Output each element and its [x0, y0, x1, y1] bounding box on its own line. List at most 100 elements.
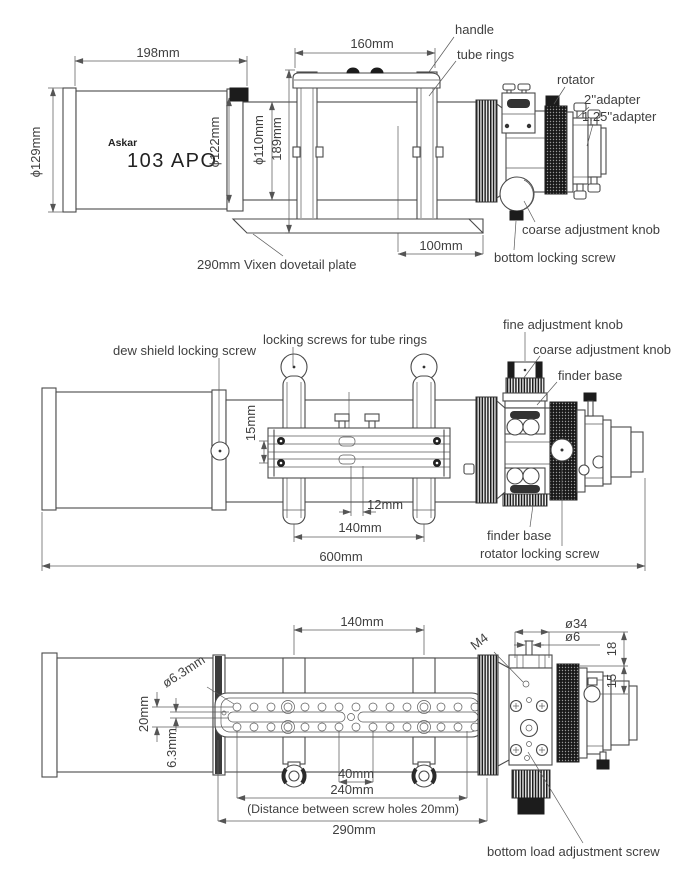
svg-text:dew shield locking screw: dew shield locking screw [113, 343, 257, 358]
svg-text:handle: handle [455, 22, 494, 37]
svg-text:tube rings: tube rings [457, 47, 515, 62]
bottom-load-screw [524, 755, 530, 761]
fine-knob-bottom [517, 797, 545, 815]
label-handle: handle [428, 22, 494, 73]
rear-flange [576, 409, 586, 493]
dim-20: 20mm [136, 692, 233, 742]
dim-100: 100mm [397, 235, 484, 257]
front-rim [41, 387, 57, 511]
dim-240: 240mm [236, 731, 468, 801]
screw-holes-top-row [232, 700, 480, 714]
svg-text:15: 15 [604, 674, 619, 688]
svg-text:140mm: 140mm [338, 520, 381, 535]
focuser-knurl-ring [475, 99, 498, 203]
label-ring-screws: locking screws for tube rings [263, 332, 428, 366]
svg-text:189mm: 189mm [269, 117, 284, 160]
svg-text:198mm: 198mm [136, 45, 179, 60]
ring-clamp-front [281, 736, 307, 788]
rotator-ring [556, 663, 580, 763]
svg-text:20mm: 20mm [136, 696, 151, 732]
dovetail-plate [231, 218, 484, 234]
dew-shield-end-ring [226, 88, 244, 212]
svg-text:100mm: 100mm [419, 238, 462, 253]
focuser-knurl-ring [477, 654, 499, 776]
dovetail-plate [267, 413, 451, 479]
label-coarse-knob: coarse adjustment knob [522, 342, 671, 380]
focuser-body-bottom [508, 640, 553, 766]
svg-text:bottom locking screw: bottom locking screw [494, 250, 616, 265]
tube-ring-rear [412, 71, 444, 221]
rear-adapters-bottom [578, 667, 638, 770]
label-finder-base-bottom: finder base [487, 504, 551, 543]
handle [292, 67, 441, 89]
svg-text:coarse adjustment knob: coarse adjustment knob [522, 222, 660, 237]
dim-40: 40mm [338, 731, 374, 785]
dim-600: 600mm [41, 478, 646, 571]
svg-text:290mm: 290mm [332, 822, 375, 837]
svg-text:coarse adjustment knob: coarse adjustment knob [533, 342, 671, 357]
svg-text:ϕ129mm: ϕ129mm [28, 127, 43, 178]
svg-text:M4: M4 [467, 630, 490, 653]
svg-text:locking screws for tube rings: locking screws for tube rings [263, 332, 428, 347]
svg-text:1.25''adapter: 1.25''adapter [582, 109, 657, 124]
dew-shield [55, 391, 213, 509]
svg-text:ϕ110mm: ϕ110mm [251, 115, 266, 165]
svg-text:ϕ122mm: ϕ122mm [207, 117, 222, 168]
svg-text:12mm: 12mm [367, 497, 403, 512]
center-slot-left [227, 711, 346, 723]
svg-text:ø6: ø6 [565, 629, 580, 644]
rotator-lock-knob [545, 95, 560, 107]
svg-text:240mm: 240mm [330, 782, 373, 797]
dovetail-plate-bottom [214, 692, 485, 738]
svg-text:18: 18 [604, 642, 619, 656]
dim-290: 290mm [217, 740, 488, 837]
svg-text:290mm Vixen dovetail plate: 290mm Vixen dovetail plate [197, 257, 356, 272]
label-dovetail-plate: 290mm Vixen dovetail plate [197, 233, 356, 272]
rotator-ring [544, 105, 568, 195]
dew-shield-lock-knob [229, 87, 249, 102]
dim-dia34: ø34 [514, 616, 628, 658]
svg-text:2''adapter: 2''adapter [584, 92, 641, 107]
dim-160: 160mm [294, 36, 436, 68]
label-rotator-lock: rotator locking screw [480, 462, 600, 561]
dim-dia129: ϕ129mm [28, 87, 63, 213]
svg-text:6.3mm: 6.3mm [164, 728, 179, 768]
finder-base-top [504, 407, 546, 436]
label-coarse-knob: coarse adjustment knob [522, 200, 660, 237]
svg-text:40mm: 40mm [338, 766, 374, 781]
finder-base-bottom [504, 467, 546, 495]
coarse-knob-bottom [511, 769, 551, 799]
rear-flange [566, 111, 574, 193]
label-2in-adapter: 2''adapter [577, 92, 641, 118]
adapter-locking-screw [583, 685, 601, 703]
dim-18: 18 [580, 631, 628, 667]
dim-12: 12mm [339, 466, 403, 516]
label-rotator: rotator [553, 72, 595, 105]
dim-198: 198mm [74, 45, 248, 86]
label-finder-base-top: finder base [536, 368, 622, 406]
svg-text:rotator locking screw: rotator locking screw [480, 546, 600, 561]
label-tube-rings: tube rings [428, 47, 515, 97]
brand-logo: Askar [108, 137, 137, 149]
label-dew-shield-screw: dew shield locking screw [113, 343, 257, 442]
svg-text:bottom load adjustment screw: bottom load adjustment screw [487, 844, 660, 859]
tube-ring-rear [412, 657, 436, 694]
model-text: 103 APO [127, 150, 218, 172]
label-fine-knob: fine adjustment knob [503, 317, 623, 361]
bottom-locking-screw-part [509, 210, 524, 221]
dim-15: 15mm [243, 405, 268, 464]
coarse-adjustment-knob [505, 377, 545, 394]
label-bottom-load: bottom load adjustment screw [487, 751, 660, 859]
dim-dia122: ϕ122mm [207, 97, 232, 204]
bottom-view: 140mm ø34 ø6 18 15 M4 ø6.3mm 20mm [41, 614, 660, 859]
dim-189: 189mm [247, 69, 295, 234]
side-view: 15mm 12mm 140mm 600mm dew shield locking… [41, 317, 671, 571]
label-125-adapter: 1.25''adapter [582, 109, 657, 147]
adapter-1-25in [587, 109, 607, 193]
m4-hole [522, 680, 530, 688]
front-rim [62, 87, 77, 213]
dim-dia110: ϕ110mm [251, 101, 275, 201]
svg-text:15mm: 15mm [243, 405, 258, 441]
